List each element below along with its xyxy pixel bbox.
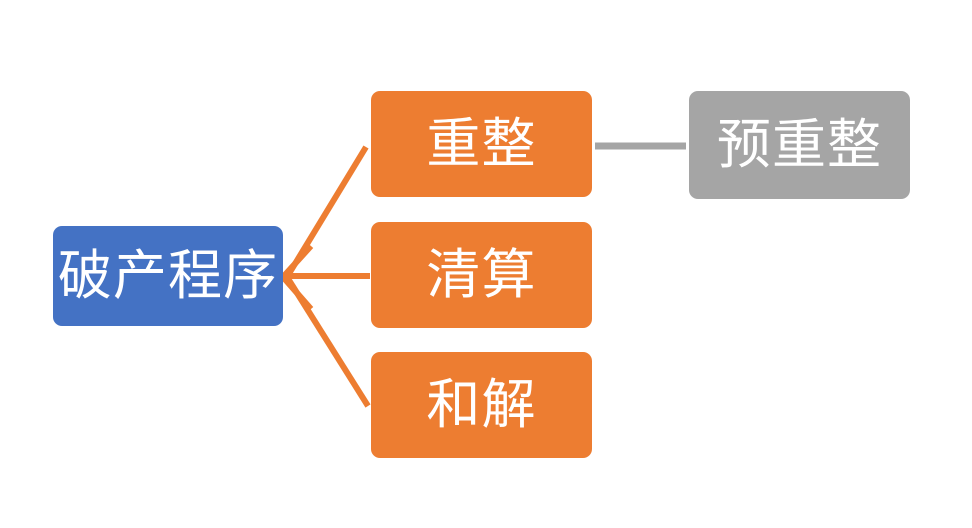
node-bankruptcy-procedure[interactable]: 破产程序 [53, 226, 283, 326]
connector-settlement-to-root [284, 275, 371, 408]
node-label-pre-reorganization: 预重整 [716, 115, 883, 175]
node-reorganization[interactable]: 重整 [371, 91, 592, 197]
node-pre-reorganization[interactable]: 预重整 [689, 91, 910, 199]
arrowhead-to-root [278, 243, 314, 311]
node-liquidation[interactable]: 清算 [371, 222, 592, 328]
node-label-settlement: 和解 [426, 375, 537, 435]
node-label-reorganization: 重整 [426, 114, 537, 174]
node-label-root: 破产程序 [57, 246, 279, 306]
node-label-liquidation: 清算 [426, 245, 537, 305]
node-settlement[interactable]: 和解 [371, 352, 592, 458]
connector-reorganization-to-root [284, 145, 369, 279]
